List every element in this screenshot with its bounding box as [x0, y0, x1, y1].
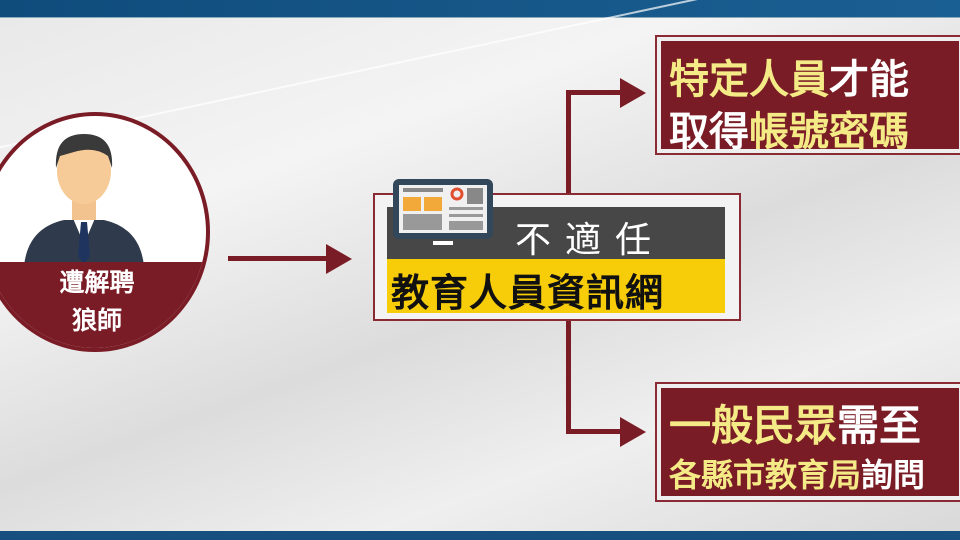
education-personnel-info-net-box: 不適任 教育人員資訊網	[373, 179, 741, 321]
top-banner	[0, 0, 960, 18]
unfit-label: 不適任	[515, 220, 666, 261]
arrow-to-bottom-right	[566, 429, 624, 434]
label-band	[0, 262, 206, 348]
text-yellow: 特定人員	[669, 57, 829, 103]
text-white: 取得	[669, 109, 749, 155]
arrowhead-icon	[326, 244, 352, 274]
person-icon	[24, 134, 144, 266]
label-line-2: 狼師	[71, 306, 122, 335]
text-white: 詢問	[861, 456, 926, 494]
subtitle-band: 教育人員資訊網	[387, 259, 725, 315]
arrowhead-icon	[620, 78, 646, 108]
text-yellow: 各縣市教育局	[669, 456, 862, 494]
arrow-to-center	[228, 256, 330, 261]
title-band: 不適任	[387, 207, 725, 261]
arrowhead-icon	[620, 417, 646, 447]
box-fill	[661, 388, 959, 496]
text-white: 需至	[837, 401, 922, 450]
box-fill	[661, 41, 959, 149]
connector-up	[566, 90, 571, 194]
bottom-banner	[0, 531, 960, 540]
arrow-to-top-right	[566, 90, 624, 95]
general-public-box: 一般民眾需至 各縣市教育局詢問	[655, 382, 960, 502]
text-yellow: 一般民眾	[669, 401, 838, 450]
teacher-avatar-circle: 遭解聘 狼師	[0, 112, 210, 352]
text-yellow: 帳號密碼	[749, 109, 909, 155]
specific-personnel-box: 特定人員才能 取得帳號密碼	[655, 35, 960, 155]
text-white: 才能	[829, 57, 909, 103]
site-name: 教育人員資訊網	[391, 271, 665, 315]
connector-down	[566, 320, 571, 434]
laptop-icon	[393, 179, 493, 245]
label-line-1: 遭解聘	[59, 268, 135, 297]
